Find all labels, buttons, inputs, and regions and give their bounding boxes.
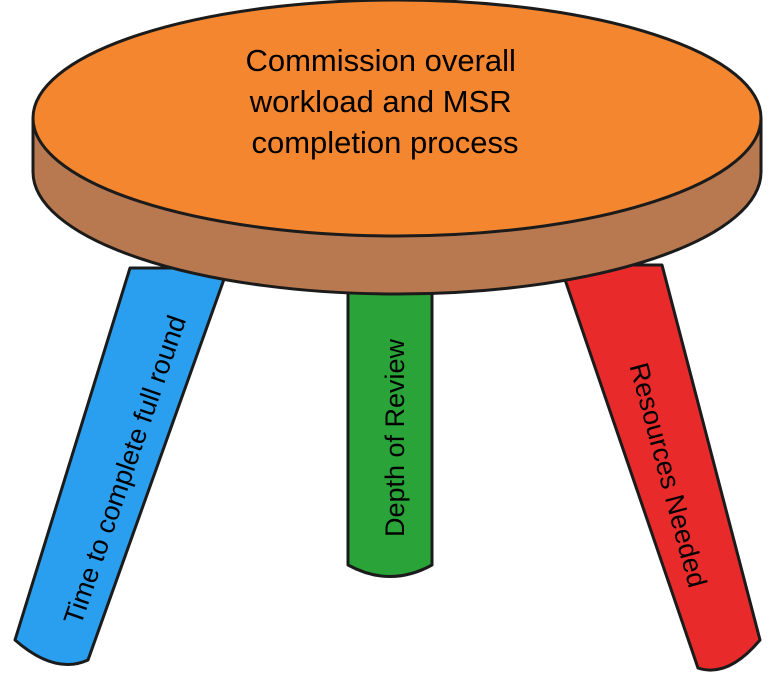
leg-left: Time to complete full round xyxy=(13,266,230,666)
seat-label: Commission overall workload and MSR comp… xyxy=(245,43,524,160)
leg-right: Resources Needed xyxy=(558,263,762,672)
seat-label-line-2: workload and MSR xyxy=(249,84,512,119)
stool-seat: Commission overall workload and MSR comp… xyxy=(31,0,763,296)
leg-left-shape xyxy=(13,266,230,666)
seat-label-line-3: completion process xyxy=(251,125,518,160)
leg-middle-shape xyxy=(346,273,434,578)
seat-top xyxy=(31,0,763,238)
seat-label-line-1: Commission overall xyxy=(245,43,515,78)
leg-middle-label: Depth of Review xyxy=(380,338,410,537)
leg-middle: Depth of Review xyxy=(346,273,434,578)
leg-right-shape xyxy=(558,263,762,672)
